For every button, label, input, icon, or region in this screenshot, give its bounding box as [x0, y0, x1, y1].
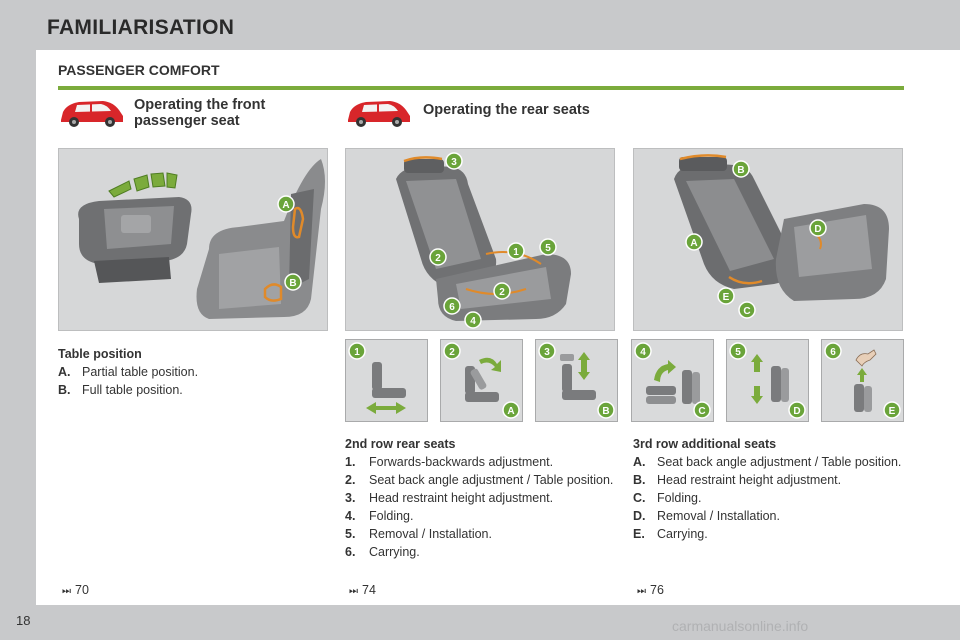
- front-seat-title-line1: Operating the front: [134, 97, 266, 113]
- rear3-callout-a: A: [685, 233, 703, 251]
- row3-caption-list: A.Seat back angle adjustment / Table pos…: [633, 455, 903, 545]
- page-number: 18: [16, 613, 31, 628]
- svg-text:B: B: [602, 406, 609, 417]
- svg-text:C: C: [698, 406, 705, 417]
- front-caption-title: Table position: [58, 347, 142, 361]
- fast-forward-icon: ⏭: [62, 586, 71, 597]
- list-item: B.Full table position.: [58, 383, 183, 397]
- watermark: carmanualsonline.info: [672, 618, 809, 634]
- section-title: PASSENGER COMFORT: [58, 62, 220, 78]
- list-item: E.Carrying.: [633, 527, 708, 541]
- svg-text:3: 3: [451, 157, 457, 168]
- thumb-head-restraint: 3 B: [535, 339, 618, 422]
- rear3-callout-b: B: [732, 160, 750, 178]
- front-seat-title: Operating the front passenger seat: [134, 97, 265, 129]
- list-item: 2.Seat back angle adjustment / Table pos…: [345, 473, 614, 487]
- thumb-carrying: 6 E: [821, 339, 904, 422]
- rear2-callout-3: 3: [445, 152, 463, 170]
- section-divider: [58, 86, 904, 90]
- list-item: 6.Carrying.: [345, 545, 420, 559]
- svg-text:C: C: [743, 306, 750, 317]
- rear2-callout-2b: 2: [493, 282, 511, 300]
- row2-page-ref[interactable]: ⏭74: [349, 583, 376, 597]
- svg-text:1: 1: [354, 347, 360, 358]
- svg-text:2: 2: [449, 347, 455, 358]
- rear2-callout-2a: 2: [429, 248, 447, 266]
- list-item: 3.Head restraint height adjustment.: [345, 491, 554, 505]
- row3-page-ref[interactable]: ⏭76: [637, 583, 664, 597]
- svg-text:6: 6: [449, 302, 455, 313]
- svg-text:5: 5: [735, 347, 741, 358]
- row2-caption-title: 2nd row rear seats: [345, 437, 456, 451]
- svg-text:6: 6: [830, 347, 836, 358]
- list-item: A.Seat back angle adjustment / Table pos…: [633, 455, 902, 469]
- svg-text:1: 1: [513, 247, 519, 258]
- rear3-callout-e: E: [717, 287, 735, 305]
- thumb-removal-installation: 5 D: [726, 339, 809, 422]
- rear3-callout-c: C: [738, 301, 756, 319]
- svg-text:2: 2: [499, 287, 505, 298]
- svg-text:D: D: [793, 406, 800, 417]
- rear2-callout-4: 4: [464, 311, 482, 329]
- front-seat-illustration: A B: [58, 148, 328, 331]
- svg-text:3: 3: [544, 347, 550, 358]
- svg-text:D: D: [814, 224, 821, 235]
- row2-caption-list: 1.Forwards-backwards adjustment. 2.Seat …: [345, 455, 620, 563]
- svg-text:5: 5: [545, 243, 551, 254]
- list-item: B.Head restraint height adjustment.: [633, 473, 842, 487]
- rear2-callout-6: 6: [443, 297, 461, 315]
- thumb-seat-back-angle: 2 A: [440, 339, 523, 422]
- svg-text:A: A: [282, 200, 289, 211]
- list-item: A.Partial table position.: [58, 365, 199, 379]
- list-item: C.Folding.: [633, 491, 702, 505]
- row3-caption-title: 3rd row additional seats: [633, 437, 777, 451]
- fast-forward-icon: ⏭: [349, 586, 358, 597]
- list-item: D.Removal / Installation.: [633, 509, 780, 523]
- thumb-forwards-backwards: 1: [345, 339, 428, 422]
- thumb-folding: 4 C: [631, 339, 714, 422]
- car-icon: [57, 96, 127, 130]
- svg-text:E: E: [723, 292, 730, 303]
- svg-text:4: 4: [470, 316, 476, 327]
- svg-text:2: 2: [435, 253, 441, 264]
- fast-forward-icon: ⏭: [637, 586, 646, 597]
- list-item: 5.Removal / Installation.: [345, 527, 492, 541]
- front-caption-list: A.Partial table position. B.Full table p…: [58, 365, 328, 401]
- header-title: FAMILIARISATION: [47, 16, 235, 39]
- front-page-ref[interactable]: ⏭70: [62, 583, 89, 597]
- second-row-seat-illustration: 3 2 1 5 2 6 4: [345, 148, 615, 331]
- front-callout-a: A: [277, 195, 295, 213]
- front-seat-title-line2: passenger seat: [134, 113, 240, 129]
- rear2-callout-1: 1: [507, 242, 525, 260]
- svg-text:B: B: [737, 165, 744, 176]
- front-callout-b: B: [284, 273, 302, 291]
- svg-text:E: E: [889, 406, 896, 417]
- svg-text:B: B: [289, 278, 296, 289]
- page-header: FAMILIARISATION: [0, 0, 960, 50]
- third-row-seat-illustration: B D A E C: [633, 148, 903, 331]
- list-item: 1.Forwards-backwards adjustment.: [345, 455, 554, 469]
- list-item: 4.Folding.: [345, 509, 414, 523]
- svg-text:A: A: [690, 238, 697, 249]
- rear-seats-title: Operating the rear seats: [423, 102, 590, 118]
- rear3-callout-d: D: [809, 219, 827, 237]
- rear2-callout-5: 5: [539, 238, 557, 256]
- svg-text:4: 4: [640, 347, 646, 358]
- car-icon: [344, 96, 414, 130]
- svg-text:A: A: [507, 406, 514, 417]
